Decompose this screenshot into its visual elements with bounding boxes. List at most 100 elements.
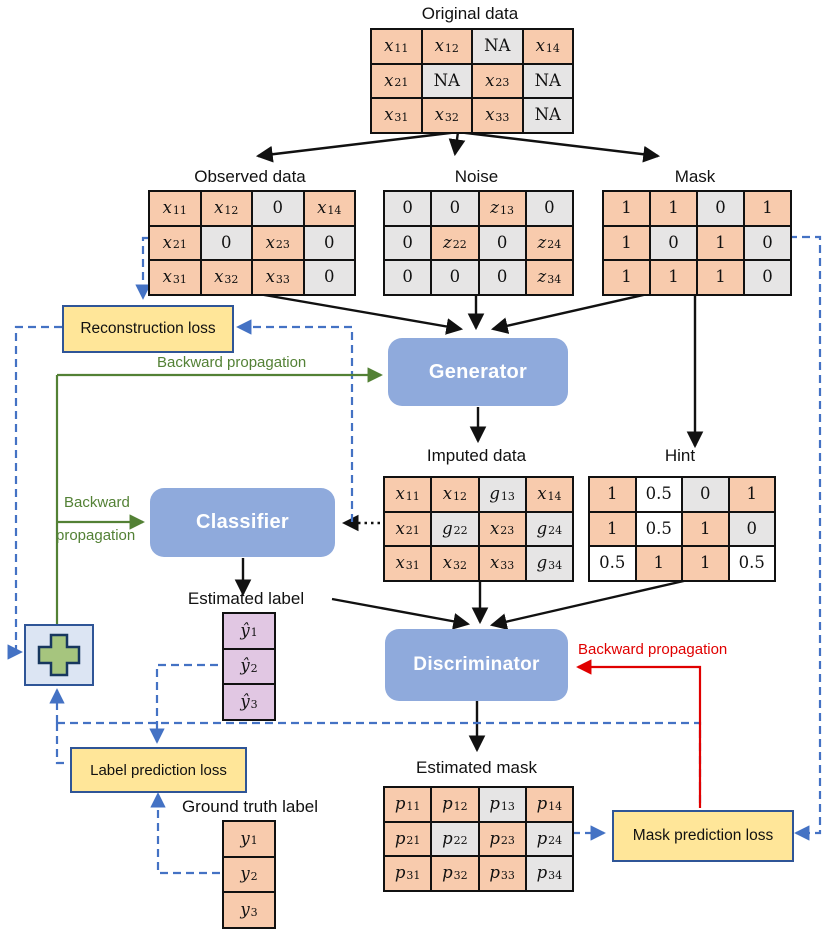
mask-prediction-loss-box: Mask prediction loss [612,810,794,862]
arrow-hint-to-discriminator [489,578,689,630]
table-cell: 0 [479,261,525,294]
table-cell: 1 [698,261,743,294]
table-cell: 0 [385,192,431,225]
table-cell: 0.5 [729,547,774,580]
noise-title: Noise [454,167,499,186]
backprop-generator-label: Backward propagation [157,354,307,371]
table-cell: 0.5 [590,547,635,580]
adder-box [24,624,94,686]
table-cell: 0 [201,226,251,260]
mask-title: Mask [674,167,716,186]
table-cell: 1 [683,547,728,580]
dashed-reconstruction-loss-to-adder [7,325,62,660]
backprop-classifier-label-1: Backward [64,494,130,511]
arrow-mask-to-generator [490,291,653,334]
table-cell: NA [473,30,522,63]
table-cell: 0 [683,478,728,511]
table-cell: NA [422,64,471,98]
table-cell: 1 [590,512,635,546]
arrow-observed-to-generator [252,291,464,335]
arrow-original-to-observed [255,130,459,163]
table-cell: 0 [698,192,743,225]
table-cell: 0 [745,261,790,294]
table-cell: 0 [253,192,303,225]
table-cell: 0.5 [636,478,681,511]
estimated-label-title: Estimated label [187,589,305,608]
arrow-original-to-noise [448,131,466,157]
generator-block: Generator [388,338,568,406]
reconstruction-loss-box: Reconstruction loss [62,305,234,353]
dashed-bus-to-label-loss-left [55,723,67,765]
label-prediction-loss-box: Label prediction loss [70,747,247,793]
table-cell: 0 [432,261,478,294]
dashed-estlabel-to-label-loss [149,663,218,744]
table-cell: 0 [651,226,696,260]
classifier-block: Classifier [150,488,335,557]
table-cell: 0.5 [636,512,681,546]
table-cell: 0 [526,192,572,225]
table-cell: 1 [590,478,635,511]
estimated-mask-title: Estimated mask [416,758,537,777]
table-cell: 1 [604,261,649,294]
observed-data-title: Observed data [194,167,306,186]
discriminator-block: Discriminator [385,629,568,701]
original-data-title: Original data [421,4,519,23]
table-cell: 1 [729,478,774,511]
ground-truth-label-title: Ground truth label [181,797,319,816]
table-cell: 0 [385,261,431,294]
hint-title: Hint [664,446,696,465]
backprop-classifier-label-2: propagation [56,527,136,544]
table-cell: 0 [385,226,431,260]
table-cell: 0 [304,261,354,294]
table-cell: 0 [304,226,354,260]
arrow-original-to-mask [457,130,661,163]
imputed-data-title: Imputed data [426,446,527,465]
dashed-mask-to-mask-loss [789,235,822,841]
table-cell: 1 [651,192,696,225]
